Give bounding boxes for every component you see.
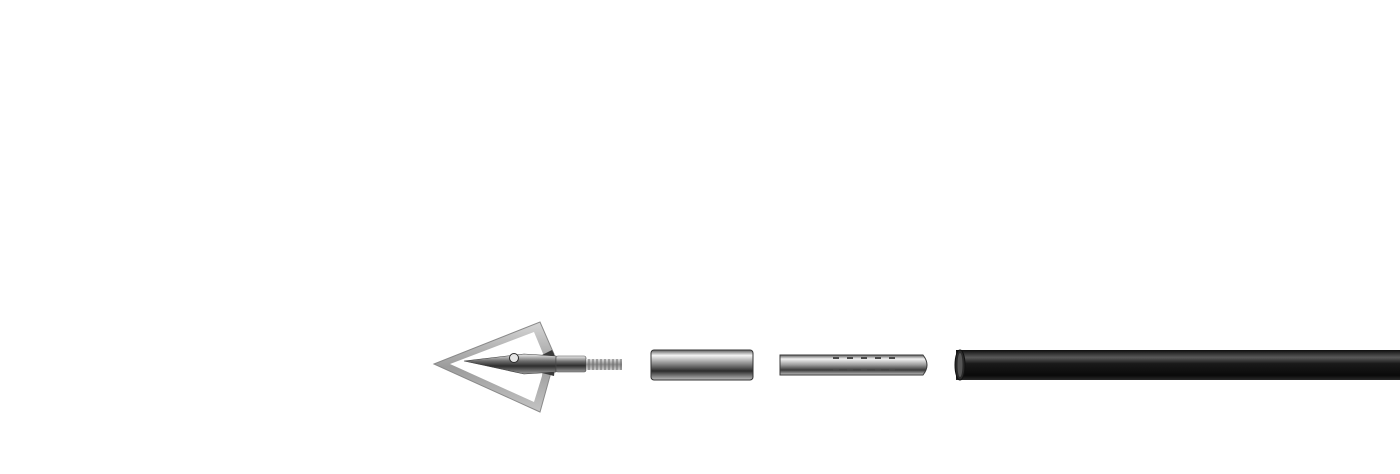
- thread-stud: [586, 359, 622, 370]
- ferrule-graphic: [650, 349, 754, 381]
- broadhead-graphic: [432, 321, 622, 413]
- ferrule-sleeve-image: [648, 348, 756, 382]
- grooved-insert-image: [777, 352, 933, 378]
- logo-mark: [509, 353, 519, 363]
- insert-graphic: [779, 354, 928, 376]
- collar: [555, 355, 587, 373]
- shaft-graphic: [954, 349, 1400, 381]
- broadhead-image: [428, 316, 628, 416]
- arrow-shaft-image: [952, 348, 1400, 382]
